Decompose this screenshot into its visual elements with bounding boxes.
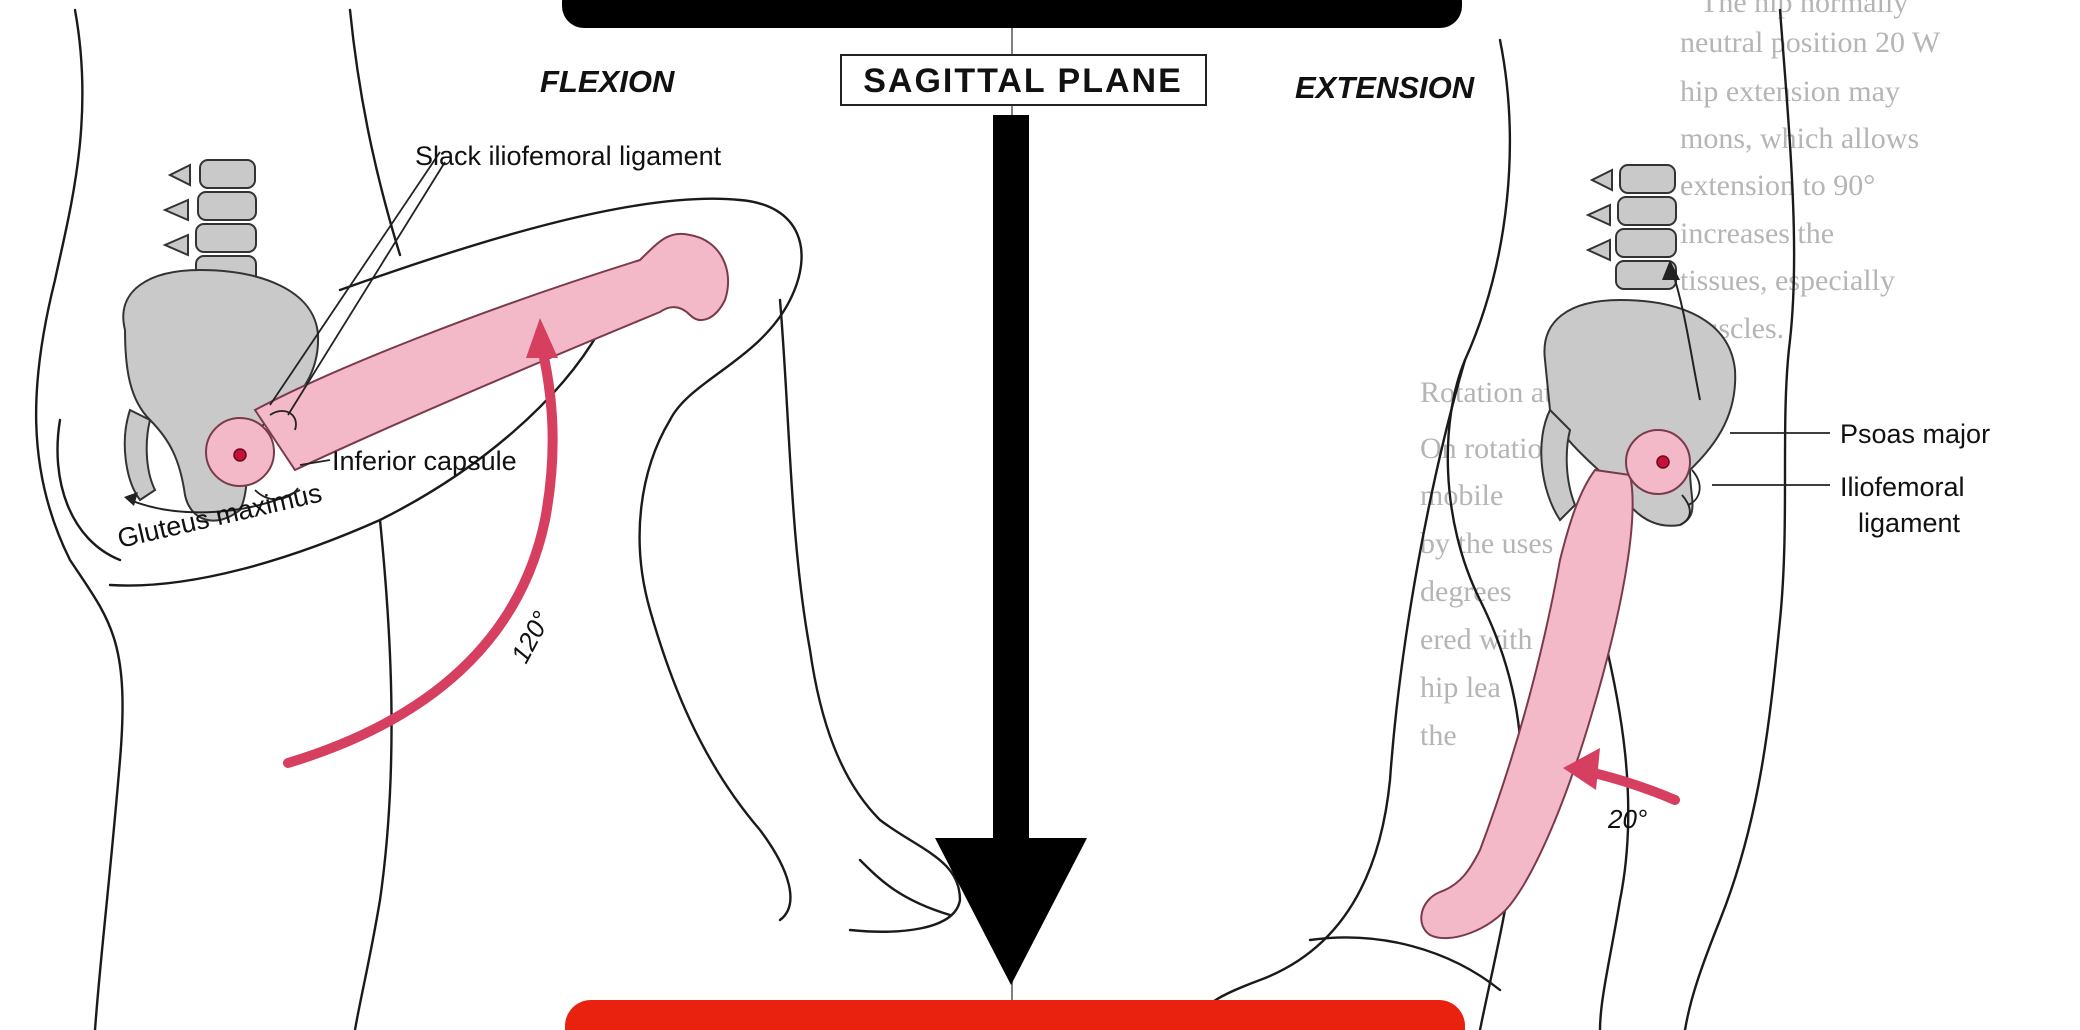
bg-text-line: degrees: [1420, 575, 1512, 608]
down-arrow-shaft: [993, 115, 1029, 845]
bg-text-line: tissues, especially: [1680, 264, 1895, 297]
bg-text-line: The hip normally: [1700, 0, 1908, 19]
extension-figure: 20° EXTENSION Psoas major Iliofemoral li…: [1190, 10, 1990, 1030]
psoas-major-label: Psoas major: [1840, 419, 1990, 449]
extension-angle-label: 20°: [1607, 804, 1647, 834]
bg-text-line: hip lea: [1420, 671, 1501, 704]
sagittal-plane-label: SAGITTAL PLANE: [863, 62, 1183, 100]
bg-text-line: by the uses: [1420, 527, 1553, 560]
torso-outline-front: [350, 10, 400, 255]
bg-text-line: mons, which allows: [1680, 122, 1919, 155]
joint-center-marker: [234, 449, 246, 461]
extension-heading: EXTENSION: [1295, 70, 1475, 105]
sacrum: [125, 410, 155, 500]
bg-text-line: increases the: [1680, 217, 1834, 250]
shin-line-back: [640, 420, 791, 920]
gluteus-arrowhead: [124, 492, 138, 506]
shin-line-front: [780, 300, 960, 932]
bottom-red-bar: [565, 1000, 1465, 1030]
sagittal-plane-indicator: SAGITTAL PLANE: [841, 55, 1206, 985]
inferior-capsule-label: Inferior capsule: [332, 446, 517, 476]
bg-text-line: neutral position 20 W: [1680, 26, 1941, 59]
ext-torso-front: [1685, 10, 1794, 1030]
ext-pelvis: [1544, 300, 1735, 526]
left-buttock-lower: [355, 520, 392, 1030]
down-arrow-head: [935, 838, 1087, 985]
ext-foot: [1310, 937, 1500, 990]
bg-text-line: the: [1420, 719, 1457, 752]
knee-line: [860, 860, 950, 915]
ext-joint-center-marker: [1657, 456, 1669, 468]
bg-text-line: hip extension may: [1680, 75, 1900, 108]
slack-iliofemoral-label: Slack iliofemoral ligament: [415, 141, 722, 171]
buttock-line: [58, 420, 121, 560]
ext-lumbar-spine: [1588, 165, 1676, 289]
bg-text-line: extension to 90°: [1680, 169, 1875, 202]
iliofemoral-label-line1: Iliofemoral: [1840, 472, 1965, 502]
flexion-angle-label: 120°: [505, 606, 557, 668]
flexion-heading: FLEXION: [540, 64, 675, 99]
femur-flexed: [255, 234, 728, 470]
torso-outline-back: [36, 10, 122, 1030]
lumbar-spine: [165, 160, 256, 284]
iliofemoral-label-line2: ligament: [1858, 508, 1961, 538]
bg-text-line: ered with: [1420, 623, 1532, 656]
flexion-figure: 120° FLEXION Slack iliofemoral ligament …: [36, 10, 960, 1030]
top-redaction-bar: [562, 0, 1462, 28]
